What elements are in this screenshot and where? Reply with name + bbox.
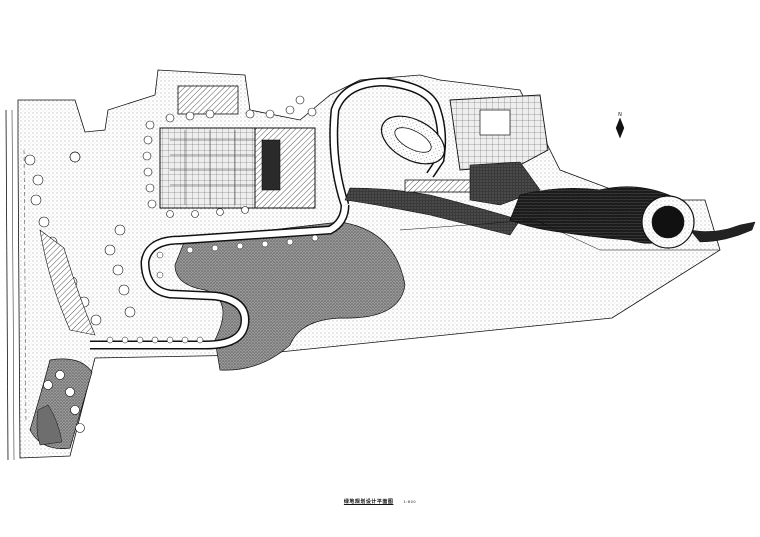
drawing-title: 绿地规划设计平面图	[343, 499, 394, 505]
drawing-caption: 绿地规划设计平面图 1:600	[0, 498, 760, 505]
tree-row-southwest	[43, 370, 85, 433]
corridor-building	[404, 179, 476, 193]
west-slope-planting	[39, 229, 96, 336]
circular-plaza-pool	[651, 205, 685, 239]
building-roof-lines	[170, 130, 260, 205]
tree-ring	[142, 95, 317, 218]
building-north-annex	[177, 85, 239, 115]
west-feature-circle	[69, 151, 81, 163]
road-edge-line	[5, 109, 9, 461]
north-arrow: N	[615, 112, 625, 139]
building-core	[261, 139, 281, 191]
road-centre-line	[23, 149, 27, 421]
north-arrow-label: N	[618, 112, 622, 118]
east-stream-tail	[689, 221, 756, 243]
southwest-pond	[36, 404, 63, 446]
drawing-scale: 1:600	[403, 500, 417, 504]
entrance-lane-inner	[330, 78, 445, 206]
hedge-dots	[106, 234, 319, 344]
east-pavilion-court	[479, 109, 511, 136]
road-edge-line	[11, 109, 15, 461]
southeast-lawn-edge	[399, 219, 720, 251]
central-lawn	[174, 221, 406, 371]
north-arrow-icon	[615, 117, 625, 139]
dropoff-loop-island	[394, 127, 432, 153]
serpentine-walkway-inner	[90, 204, 348, 348]
circular-plaza-ring	[647, 201, 689, 243]
